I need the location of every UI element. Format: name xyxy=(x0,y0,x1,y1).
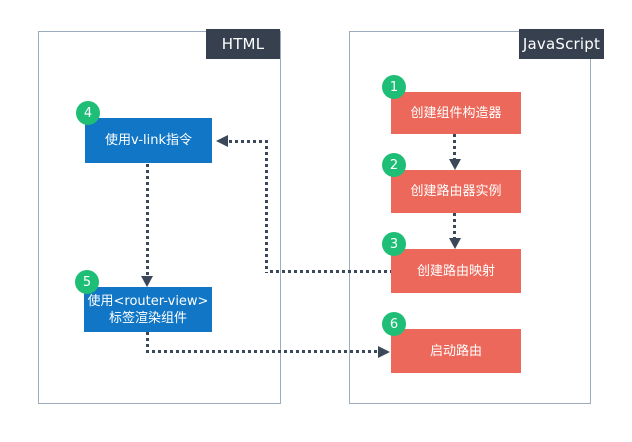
arrowhead-down-icon xyxy=(141,276,153,287)
connector-4-to-5-line xyxy=(146,164,149,278)
node-label: 创建组件构造器 xyxy=(410,105,502,121)
node-label-line1: 使用<router-view> xyxy=(87,293,209,309)
node-label: 使用v-link指令 xyxy=(104,133,193,148)
node-label: 启动路由 xyxy=(429,343,482,359)
node-label: 创建路由器实例 xyxy=(410,184,502,199)
step-badge-6: 6 xyxy=(382,312,406,336)
step-badge-2: 2 xyxy=(382,153,406,177)
step-badge-1: 1 xyxy=(382,75,406,99)
arrowhead-down-icon xyxy=(449,238,461,249)
step-badge-5: 5 xyxy=(75,270,99,294)
panel-label-html: HTML xyxy=(206,29,280,59)
connector-3-to-4-segment-bottom xyxy=(270,270,391,273)
node-create-router-instance: 创建路由器实例 xyxy=(391,170,521,213)
node-create-component-constructor: 创建组件构造器 xyxy=(391,92,521,134)
node-label-line2: 标签渲染组件 xyxy=(108,310,187,326)
node-create-route-map: 创建路由映射 xyxy=(391,249,521,293)
panel-html xyxy=(38,31,281,404)
step-badge-4: 4 xyxy=(76,101,100,125)
node-use-router-view-tag: 使用<router-view> 标签渲染组件 xyxy=(84,287,212,332)
node-use-v-link-directive: 使用v-link指令 xyxy=(85,118,212,163)
connector-3-to-4-segment-top xyxy=(229,140,267,143)
node-label: 创建路由映射 xyxy=(416,263,495,279)
node-start-router: 启动路由 xyxy=(391,329,521,373)
connector-2-to-3-line xyxy=(453,213,456,241)
connector-3-to-4-segment-vertical xyxy=(265,140,268,273)
step-badge-3: 3 xyxy=(382,232,406,256)
arrowhead-right-icon xyxy=(378,346,390,358)
arrowhead-left-icon xyxy=(216,135,228,147)
panel-label-javascript: JavaScript xyxy=(519,29,604,59)
connector-1-to-2-line xyxy=(453,134,456,163)
connector-5-to-6-segment-vertical xyxy=(146,332,149,351)
arrowhead-down-icon xyxy=(449,159,461,170)
connector-5-to-6-segment-horizontal xyxy=(146,350,378,353)
